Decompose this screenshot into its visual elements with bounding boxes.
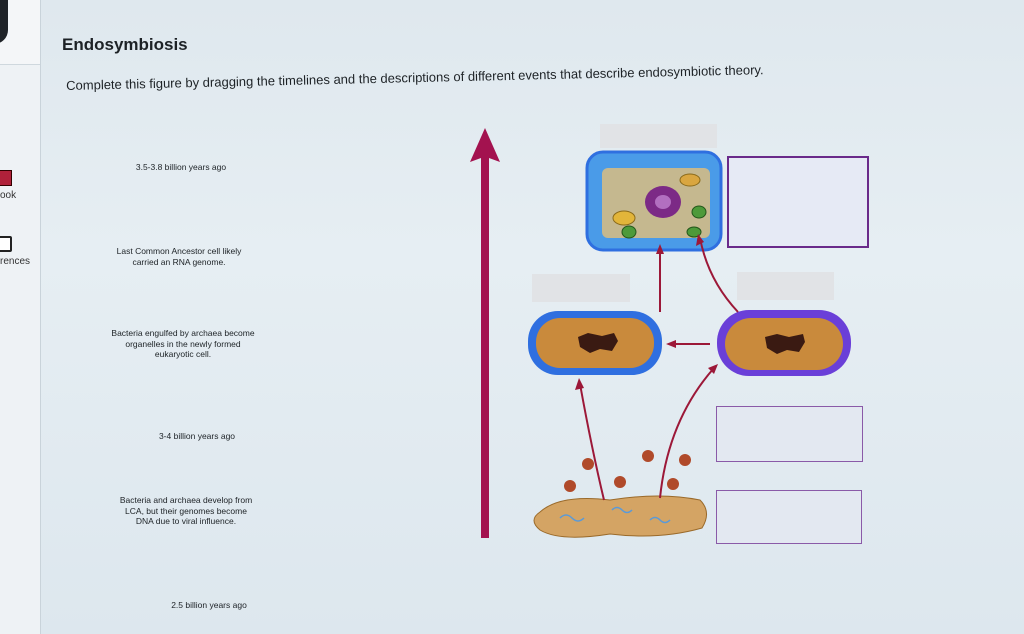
sidebar-item-book[interactable]: ook (0, 170, 40, 201)
left-sidebar: ook rences (0, 0, 41, 634)
draggable-card-timeline-2[interactable]: 3-4 billion years ago (158, 431, 236, 441)
sidebar-header (0, 0, 40, 65)
sidebar-item-references[interactable]: rences (0, 236, 40, 267)
book-icon (0, 170, 12, 186)
page-title: Endosymbiosis (62, 35, 188, 54)
drop-target-bacteria-label[interactable] (532, 274, 630, 302)
draggable-card-lca[interactable]: Last Common Ancestor cell likely carried… (116, 246, 242, 267)
virus-particles-icon (564, 450, 691, 492)
drop-target-middle-description[interactable] (716, 406, 863, 462)
pathway-arrows-icon (575, 234, 739, 501)
instructions-text: Complete this figure by dragging the tim… (66, 62, 764, 93)
sidebar-item-label: ook (0, 190, 17, 201)
draggable-card-timeline-3[interactable]: 2.5 billion years ago (171, 600, 247, 610)
draggable-card-bacteria-archaea[interactable]: Bacteria and archaea develop from LCA, b… (119, 495, 253, 527)
timeline-arrow-icon (470, 128, 500, 538)
last-common-ancestor-cell-icon (533, 495, 707, 538)
sidebar-item-label: rences (0, 256, 31, 267)
drop-target-archaea-label[interactable] (737, 272, 834, 300)
draggable-card-timeline-1[interactable]: 3.5-3.8 billion years ago (135, 162, 227, 172)
eukaryotic-cell-icon (585, 150, 723, 252)
drop-target-bottom-description[interactable] (716, 490, 862, 544)
drop-target-top-label[interactable] (600, 124, 717, 148)
references-icon (0, 236, 12, 252)
bacterial-cell-icon (528, 311, 662, 375)
drop-target-eukaryote-description[interactable] (727, 156, 869, 248)
draggable-card-engulfment[interactable]: Bacteria engulfed by archaea become orga… (111, 328, 255, 360)
sidebar-logo (0, 0, 8, 44)
archaeal-cell-icon (717, 310, 851, 376)
